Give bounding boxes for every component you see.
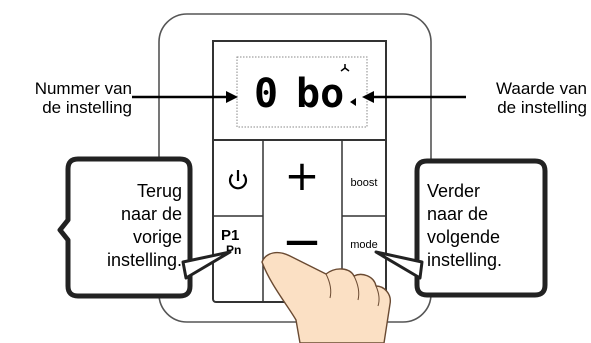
lcd-inner-window xyxy=(236,56,368,128)
p1-button-label: P1 xyxy=(221,227,239,244)
mode-button[interactable] xyxy=(343,217,385,301)
left-annotation-label: Nummer van de instelling xyxy=(34,79,132,117)
back-callout-text: Terug naar de vorige instelling. xyxy=(106,181,182,270)
plus-button[interactable] xyxy=(264,141,341,217)
minus-button[interactable] xyxy=(264,217,341,301)
p1-button[interactable] xyxy=(214,217,262,301)
power-icon xyxy=(228,170,248,190)
boost-button-label: boost xyxy=(351,177,378,189)
mode-button-label: mode xyxy=(350,239,378,251)
right-annotation-arrow xyxy=(362,91,466,103)
minus-button-label: — xyxy=(285,221,319,261)
right-annotation-label: Waarde van de instelling xyxy=(495,79,587,117)
lcd-setting-value: bo xyxy=(296,71,344,117)
boost-button[interactable] xyxy=(343,141,385,215)
next-callout-text: Verder naar de volgende instelling. xyxy=(427,181,503,270)
next-callout-bubble xyxy=(374,158,548,298)
fan-icon xyxy=(340,64,350,72)
left-annotation-arrow xyxy=(132,91,238,103)
speaker-indicator-icon xyxy=(350,98,356,106)
lcd-setting-number: 0 xyxy=(254,71,278,117)
pointing-hand-icon xyxy=(261,251,391,343)
back-callout-bubble xyxy=(57,156,232,299)
plus-button-label: + xyxy=(284,151,319,200)
power-button[interactable] xyxy=(214,141,262,215)
